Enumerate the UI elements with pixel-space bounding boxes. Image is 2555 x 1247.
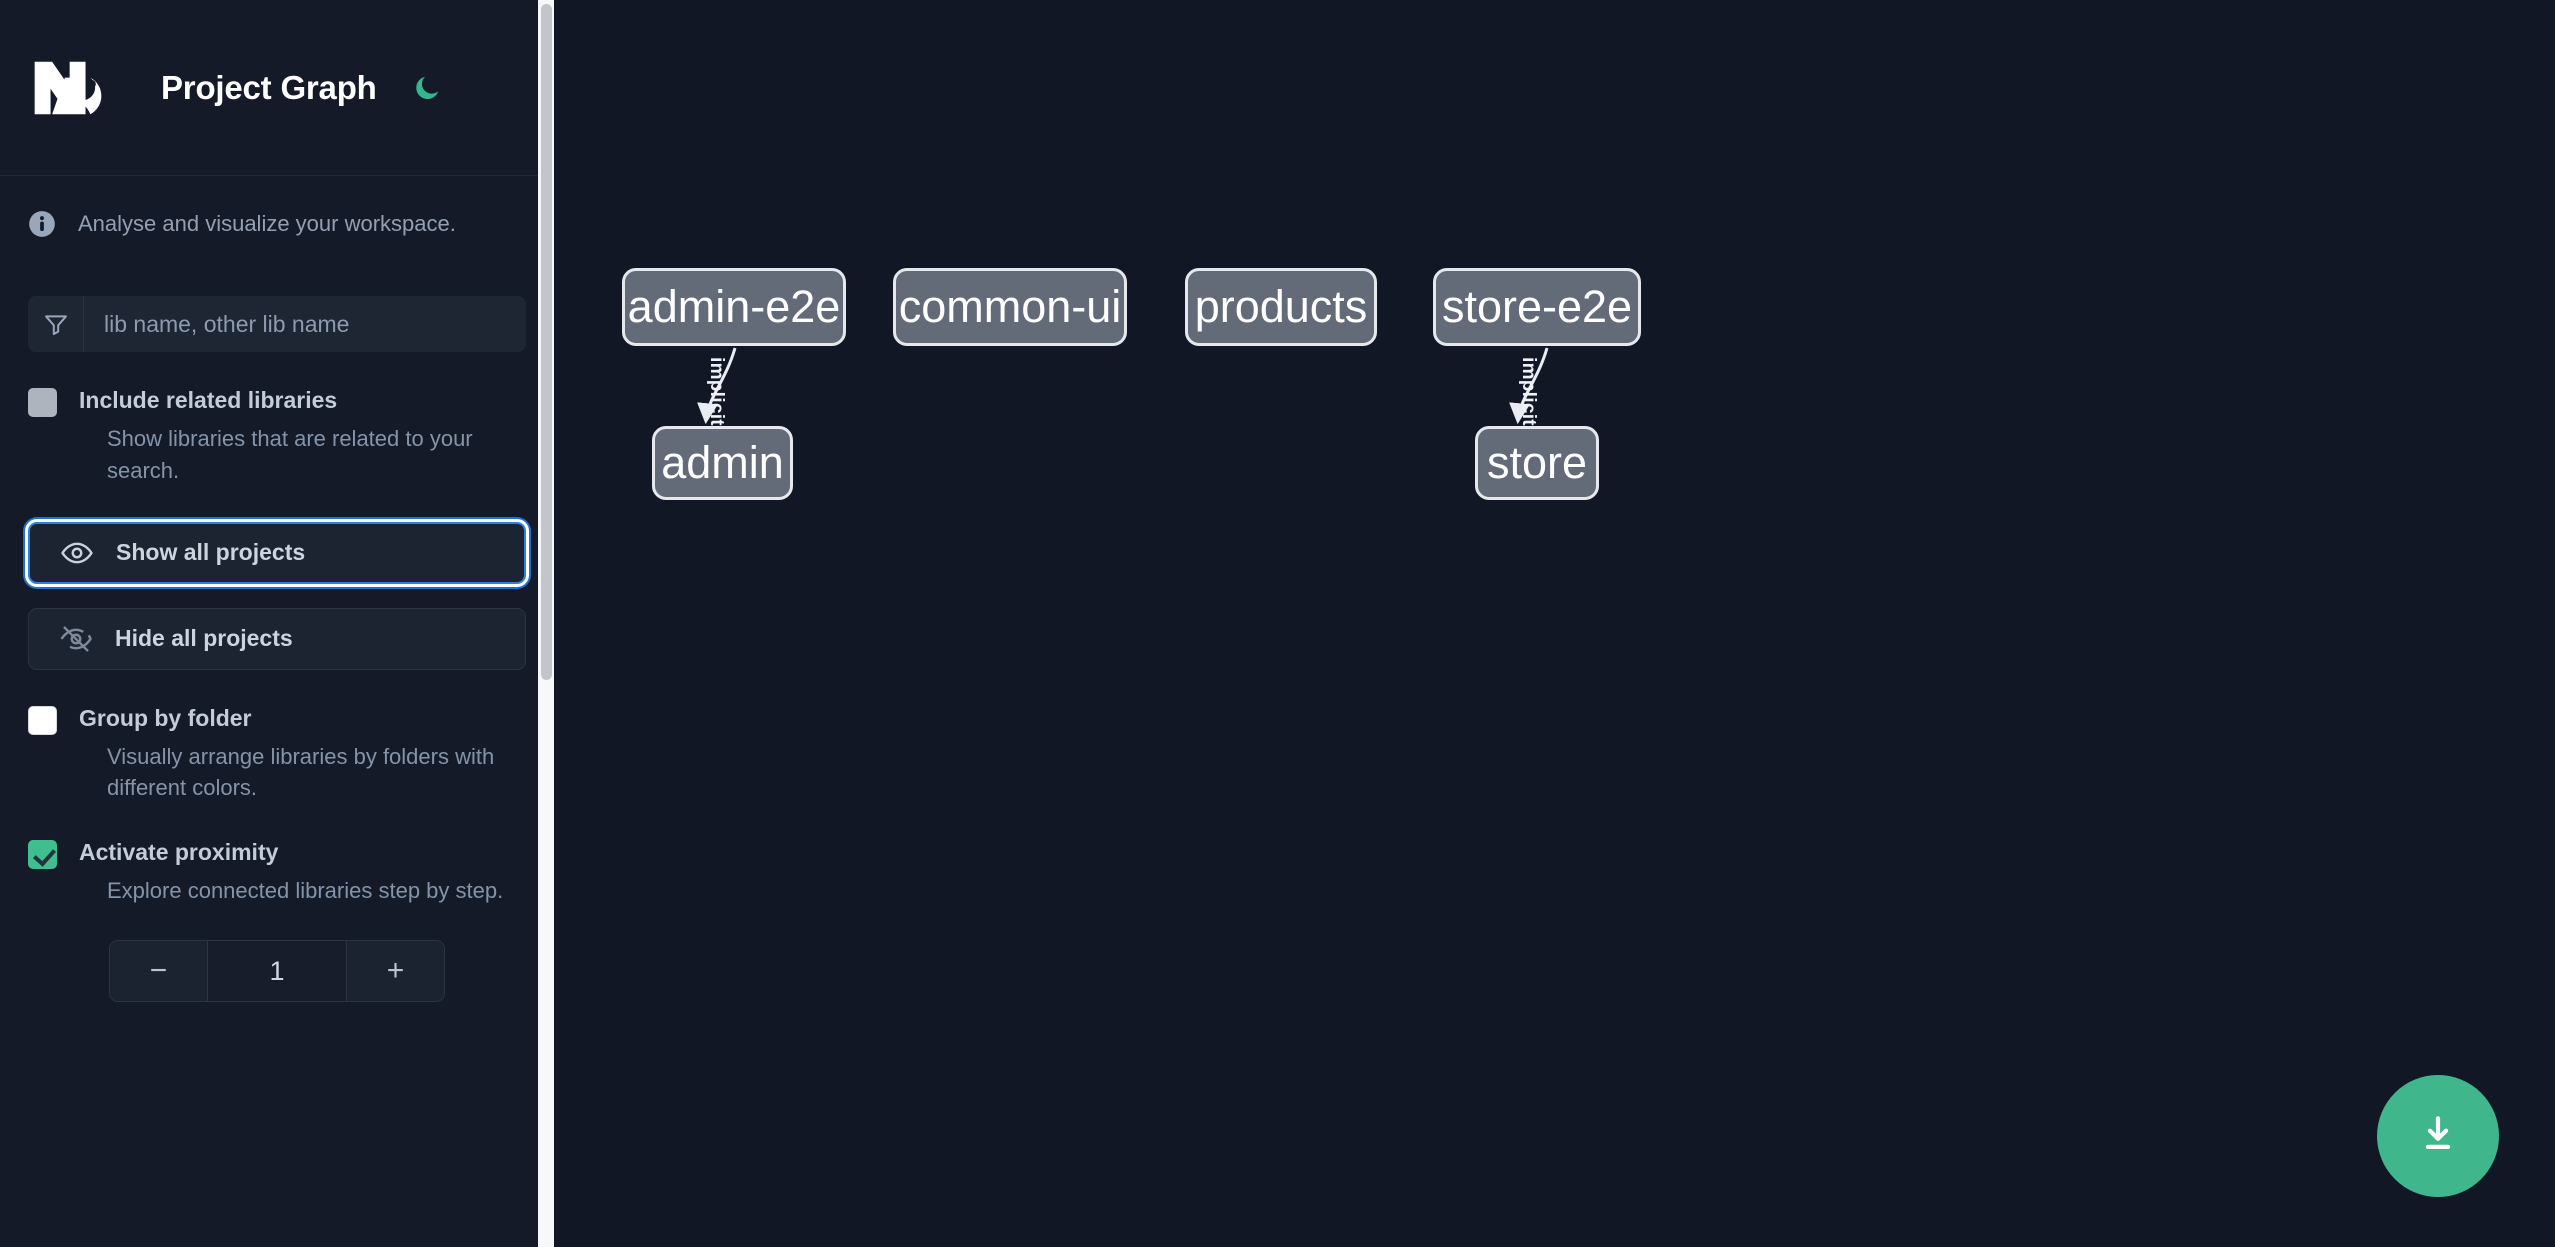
option-activate-proximity[interactable]: Activate proximity Explore connected lib…	[0, 836, 554, 907]
nx-logo-icon	[28, 57, 124, 119]
graph-canvas[interactable]: admin-e2e common-ui products store-e2e a…	[554, 0, 2555, 1247]
proximity-stepper-area: − 1 +	[0, 940, 554, 1003]
edge-admin-e2e-to-admin	[697, 347, 737, 425]
stepper-increment-button[interactable]: +	[346, 941, 444, 1002]
option-description: Show libraries that are related to your …	[107, 426, 473, 483]
graph-node-common-ui[interactable]: common-ui	[893, 268, 1127, 346]
option-description: Visually arrange libraries by folders wi…	[107, 744, 495, 801]
sidebar-header: Project Graph	[0, 0, 554, 176]
sidebar: Project Graph Analyse and visualize your…	[0, 0, 554, 1247]
checkbox-include-related-libraries[interactable]	[28, 388, 57, 417]
search-box[interactable]	[28, 296, 526, 352]
graph-node-admin-e2e[interactable]: admin-e2e	[622, 268, 846, 346]
option-description: Explore connected libraries step by step…	[107, 877, 504, 903]
option-label: Include related libraries	[79, 387, 338, 413]
graph-edges	[697, 347, 1549, 425]
option-label: Group by folder	[79, 704, 252, 731]
option-group-by-folder[interactable]: Group by folder Visually arrange librari…	[0, 702, 554, 804]
download-icon	[2416, 1112, 2460, 1161]
eye-off-icon	[59, 622, 93, 656]
button-spacer	[28, 584, 526, 608]
moon-icon[interactable]	[407, 68, 447, 108]
hide-all-projects-button[interactable]: Hide all projects	[28, 607, 526, 670]
graph-node-admin[interactable]: admin	[652, 426, 793, 500]
checkbox-activate-proximity[interactable]	[28, 839, 57, 869]
sidebar-scrollbar[interactable]	[538, 0, 554, 1247]
proximity-stepper: − 1 +	[109, 940, 445, 1003]
search-input[interactable]	[84, 296, 526, 352]
info-icon	[28, 210, 56, 238]
visibility-buttons: Show all projects Hide all projects	[0, 521, 554, 670]
graph-node-store[interactable]: store	[1475, 426, 1599, 500]
workspace-description: Analyse and visualize your workspace.	[0, 176, 554, 272]
edge-label-store-e2e-store: implicit	[1518, 357, 1539, 426]
option-label: Activate proximity	[79, 838, 279, 865]
option-include-related-libraries[interactable]: Include related libraries Show libraries…	[0, 384, 554, 486]
edge-store-e2e-to-store	[1509, 347, 1549, 425]
hide-all-projects-label: Hide all projects	[115, 625, 293, 652]
stepper-value: 1	[208, 941, 346, 1002]
eye-icon	[60, 536, 94, 570]
checkbox-group-by-folder[interactable]	[28, 705, 57, 735]
description-text: Analyse and visualize your workspace.	[78, 211, 456, 236]
graph-node-store-e2e[interactable]: store-e2e	[1433, 268, 1641, 346]
edge-label-admin-e2e-admin: implicit	[706, 357, 727, 426]
sidebar-scrollbar-thumb[interactable]	[541, 4, 552, 680]
graph-node-products[interactable]: products	[1185, 268, 1377, 346]
page-title: Project Graph	[161, 68, 377, 106]
download-graph-button[interactable]	[2377, 1075, 2499, 1197]
stepper-decrement-button[interactable]: −	[110, 941, 208, 1002]
show-all-projects-label: Show all projects	[116, 539, 306, 566]
show-all-projects-button[interactable]: Show all projects	[28, 521, 526, 584]
search-area	[0, 296, 554, 352]
filter-funnel-icon	[28, 296, 84, 352]
